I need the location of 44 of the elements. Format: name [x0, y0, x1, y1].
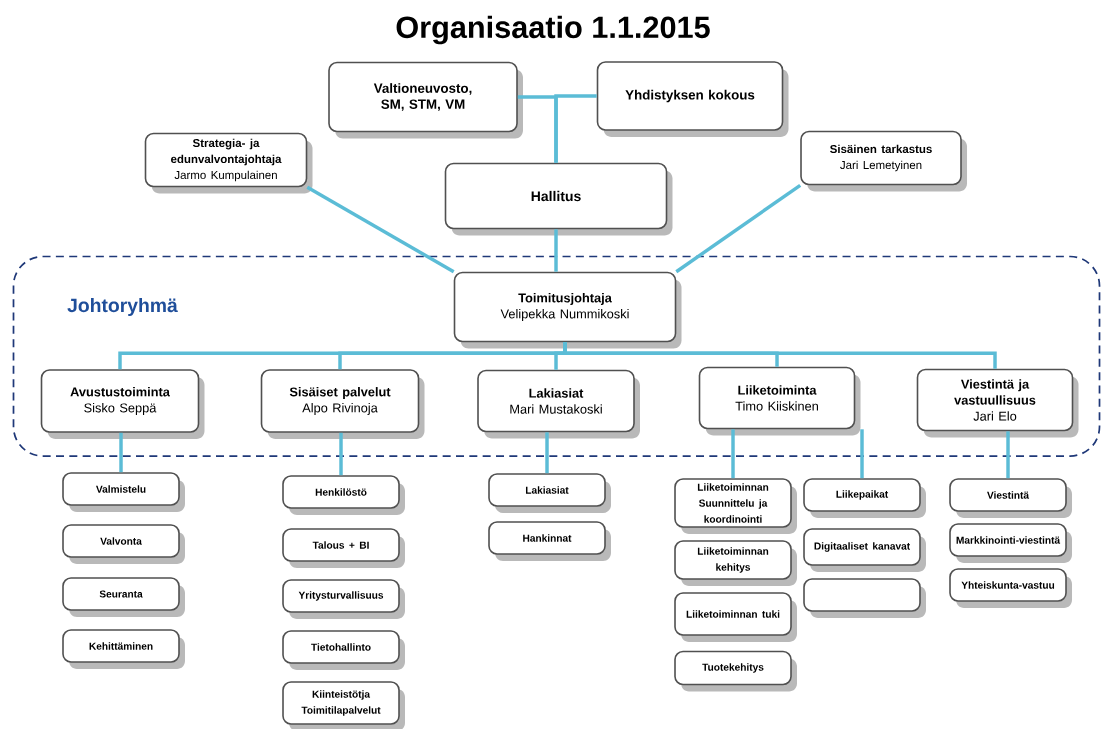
unit-box: Liikepaikat: [803, 478, 926, 518]
unit-box: Yritysturvallisuus: [282, 579, 405, 619]
org-box: Liiketoiminta Timo Kiiskinen: [698, 366, 861, 436]
org-box: Avustustoiminta Sisko Seppä: [40, 369, 205, 439]
org-box: Sisäiset palvelut Alpo Rivinoja: [260, 369, 425, 439]
connector-line: [731, 429, 735, 479]
title: Organisaatio 1.1.2015: [396, 15, 710, 45]
unit-box: Markkinointi-viestintä: [949, 523, 1072, 563]
connector-line: [306, 185, 455, 274]
connector-line: [1006, 431, 1010, 479]
unit-box: Tuotekehitys: [674, 650, 797, 692]
org-box: Hallitus: [444, 162, 673, 236]
unit-box: Kehittäminen: [62, 629, 185, 669]
org-box: Toimitusjohtaja Velipekka Nummikoski: [453, 271, 682, 349]
connector-line: [675, 183, 802, 274]
unit-box: Digitaaliset kanavat: [803, 528, 926, 572]
unit-box: Lakiasiat: [488, 473, 611, 513]
unit-box: Talous + BI: [282, 528, 405, 568]
connector-line: [545, 432, 549, 474]
unit-box: Liiketoiminnan kehitys: [674, 540, 797, 586]
org-box: Valtioneuvosto, SM, STM, VM: [328, 61, 523, 139]
unit-box: Henkilöstö: [282, 475, 405, 515]
unit-box: Hankinnat: [488, 521, 611, 561]
connector-line: [119, 432, 123, 473]
unit-box: Seuranta: [62, 577, 185, 617]
org-box: Yhdistyksen kokous: [596, 61, 789, 137]
empty-box: [803, 578, 926, 618]
unit-box: Kiinteistötja Toimitilapalvelut: [282, 681, 405, 729]
unit-box: Tietohallinto: [282, 630, 405, 670]
connector-line: [554, 229, 558, 272]
org-box: Sisäinen tarkastus Jari Lemetyinen: [800, 130, 967, 192]
unit-box: Liiketoiminnan tuki: [674, 592, 797, 642]
org-box: Lakiasiat Mari Mustakoski: [477, 369, 640, 439]
unit-box: Viestintä: [949, 478, 1072, 518]
unit-box: Valvonta: [62, 524, 185, 564]
connector-line: [860, 429, 864, 479]
unit-box: Liiketoiminnan Suunnittelu ja koordinointi: [674, 478, 797, 534]
unit-box: Yhteiskunta-vastuu: [949, 568, 1072, 608]
connector-line: [339, 432, 343, 476]
org-box: Strategia- ja edunvalvontajohtaja Jarmo Kumpulainen: [144, 132, 313, 194]
org-box: Viestintä ja vastuullisuus Jari Elo: [916, 368, 1079, 438]
connector-line: [554, 94, 597, 163]
unit-box: Valmistelu: [62, 472, 185, 512]
connector-line: [563, 342, 997, 369]
